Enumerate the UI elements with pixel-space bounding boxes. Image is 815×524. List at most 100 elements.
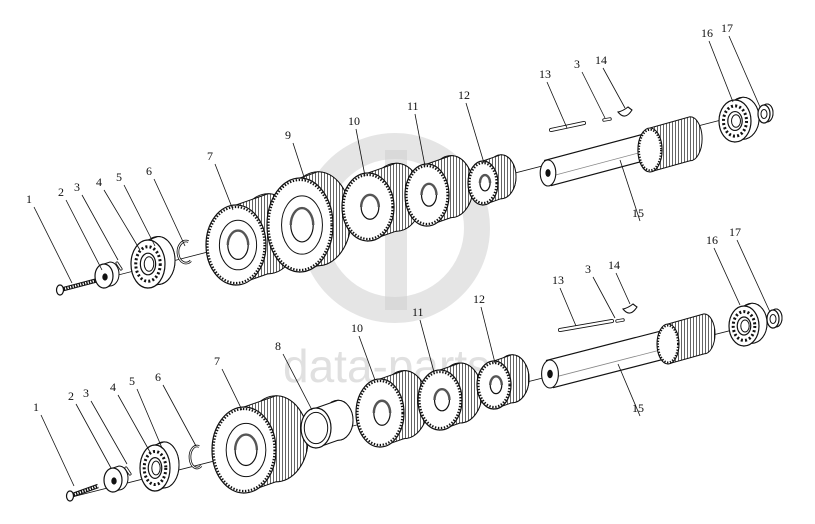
lower-callout-6: 6 bbox=[155, 370, 161, 384]
lower-callout-12: 12 bbox=[473, 292, 485, 306]
lower-callout-5: 5 bbox=[129, 374, 135, 388]
lower-leader-4 bbox=[117, 394, 151, 453]
lower-part-10-gear bbox=[356, 371, 428, 447]
upper-leader-3 bbox=[81, 194, 119, 261]
lower-leader-11 bbox=[419, 319, 435, 373]
leader-lines bbox=[33, 35, 771, 487]
lower-leader-10 bbox=[358, 335, 376, 381]
upper-callout-3: 3 bbox=[74, 180, 80, 194]
upper-callout-10: 10 bbox=[348, 114, 360, 128]
upper-callout-13: 13 bbox=[539, 67, 551, 81]
lower-part-16-bearing bbox=[729, 303, 767, 346]
lower-part-3-pin-right bbox=[617, 320, 623, 321]
lower-part-14-key bbox=[623, 304, 637, 313]
upper-part-3-pin-right bbox=[604, 119, 610, 120]
lower-part-4-5-bearing bbox=[140, 442, 179, 491]
lower-leader-5 bbox=[136, 388, 163, 449]
lower-callout-13: 13 bbox=[552, 273, 564, 287]
lower-leader-15 bbox=[617, 363, 641, 417]
lower-part-7-gear bbox=[212, 396, 308, 493]
upper-part-11-gear bbox=[405, 156, 473, 226]
upper-leader-17 bbox=[728, 35, 761, 108]
upper-leader-2 bbox=[65, 199, 103, 271]
lower-leader-3 bbox=[592, 276, 616, 319]
lower-part-17-ring bbox=[767, 309, 782, 328]
upper-callout-15: 15 bbox=[632, 206, 644, 220]
upper-leader-6 bbox=[153, 178, 186, 247]
upper-callout-5: 5 bbox=[116, 170, 122, 184]
upper-callout-17: 17 bbox=[721, 21, 733, 35]
upper-callout-9: 9 bbox=[285, 128, 291, 142]
lower-part-3-pin bbox=[126, 468, 130, 474]
upper-leader-9 bbox=[292, 142, 306, 181]
lower-leader-16 bbox=[713, 247, 741, 306]
lower-leader-3 bbox=[90, 400, 128, 465]
lower-callout-16: 16 bbox=[706, 233, 718, 247]
lower-callout-3: 3 bbox=[585, 262, 591, 276]
upper-leader-7 bbox=[214, 163, 234, 211]
parts-layer bbox=[57, 97, 783, 501]
upper-part-13-pin bbox=[551, 123, 584, 130]
upper-part-3-pin bbox=[117, 263, 121, 269]
upper-leader-14 bbox=[602, 67, 626, 109]
lower-part-12-gear bbox=[477, 355, 529, 409]
upper-callout-14: 14 bbox=[595, 53, 607, 67]
lower-leader-6 bbox=[162, 384, 197, 447]
upper-part-17-ring bbox=[758, 104, 773, 123]
lower-leader-12 bbox=[480, 306, 496, 364]
upper-part-9-gear bbox=[267, 172, 351, 272]
lower-callout-3: 3 bbox=[83, 386, 89, 400]
upper-part-10-gear bbox=[342, 163, 422, 241]
upper-leader-12 bbox=[465, 102, 485, 164]
lower-callout-2: 2 bbox=[68, 389, 74, 403]
lower-callout-4: 4 bbox=[110, 380, 116, 394]
upper-part-12-gear bbox=[468, 155, 516, 205]
upper-leader-15 bbox=[619, 159, 641, 222]
upper-part-4-5-bearing bbox=[131, 237, 175, 289]
upper-part-14-key bbox=[618, 107, 632, 116]
upper-part-6-circlip bbox=[178, 241, 191, 263]
upper-leader-5 bbox=[123, 184, 156, 247]
lower-leader-13 bbox=[559, 287, 577, 327]
lower-callout-1: 1 bbox=[33, 400, 39, 414]
lower-callout-14: 14 bbox=[608, 258, 620, 272]
upper-callout-1: 1 bbox=[26, 192, 32, 206]
upper-callout-11: 11 bbox=[407, 99, 419, 113]
lower-leader-2 bbox=[75, 403, 112, 469]
upper-callout-3: 3 bbox=[574, 57, 580, 71]
lower-callout-15: 15 bbox=[632, 401, 644, 415]
upper-callout-7: 7 bbox=[207, 149, 213, 163]
lower-callout-17: 17 bbox=[729, 225, 741, 239]
upper-callout-6: 6 bbox=[146, 164, 152, 178]
upper-callout-12: 12 bbox=[458, 88, 470, 102]
upper-leader-1 bbox=[33, 206, 73, 284]
lower-leader-17 bbox=[736, 239, 771, 313]
lower-callout-10: 10 bbox=[351, 321, 363, 335]
lower-part-13-pin bbox=[560, 321, 612, 330]
upper-callout-4: 4 bbox=[96, 175, 102, 189]
lower-callout-11: 11 bbox=[412, 305, 424, 319]
lower-part-15-shaft bbox=[542, 314, 715, 388]
lower-leader-7 bbox=[221, 368, 243, 411]
lower-leader-1 bbox=[40, 414, 75, 487]
upper-callout-16: 16 bbox=[701, 26, 713, 40]
upper-leader-3 bbox=[581, 71, 606, 119]
upper-part-15-shaft bbox=[540, 117, 702, 186]
lower-part-2-cap bbox=[104, 466, 128, 492]
upper-callout-2: 2 bbox=[58, 185, 64, 199]
lower-callout-8: 8 bbox=[275, 339, 281, 353]
upper-part-2-cap bbox=[95, 262, 119, 288]
lower-callout-7: 7 bbox=[214, 354, 220, 368]
lower-leader-8 bbox=[282, 353, 313, 411]
upper-leader-13 bbox=[546, 81, 568, 129]
upper-part-16-bearing bbox=[719, 97, 759, 142]
upper-leader-10 bbox=[355, 128, 366, 177]
upper-leader-16 bbox=[708, 40, 734, 103]
lower-part-1-bolt bbox=[67, 486, 99, 501]
lower-leader-14 bbox=[615, 272, 631, 305]
lower-part-11-gear bbox=[418, 363, 482, 430]
lower-part-8-spacer bbox=[301, 400, 353, 448]
upper-leader-11 bbox=[414, 113, 426, 167]
